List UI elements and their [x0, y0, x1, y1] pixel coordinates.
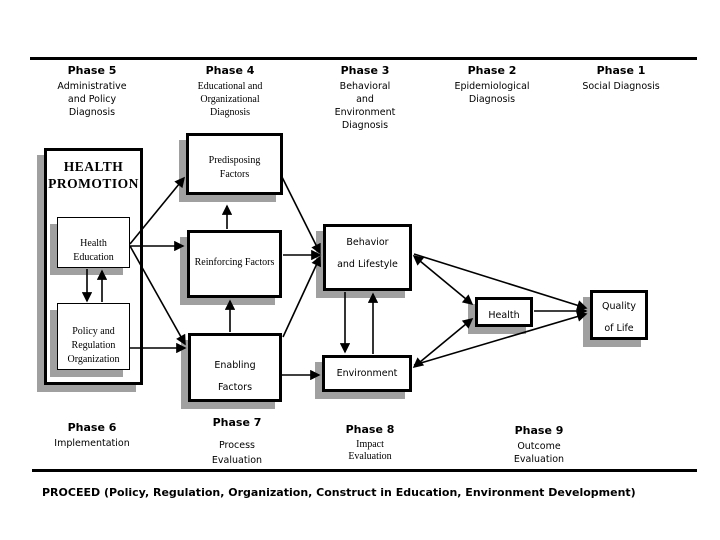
phase-1-title: Phase 1: [596, 64, 646, 77]
phase-2-title: Phase 2: [467, 64, 517, 77]
phase-3-text: Behavioral and Environment Diagnosis: [334, 81, 396, 131]
phase-7-title: Phase 7: [212, 416, 262, 429]
reinforcing-factors-box: Reinforcing Factors: [187, 230, 282, 298]
phase-7-label: Phase 7 Process Evaluation: [172, 416, 302, 468]
phase-5-text: Administrative and Policy Diagnosis: [57, 81, 127, 118]
phase-4-title: Phase 4: [205, 64, 255, 77]
phase-5-title: Phase 5: [67, 64, 117, 77]
phase-6-title: Phase 6: [67, 421, 117, 434]
phase-8-title: Phase 8: [345, 423, 395, 436]
health-box: Health: [475, 297, 533, 327]
phase-8-label: Phase 8 Impact Evaluation: [305, 423, 435, 463]
phase-3-label: Phase 3 Behavioral and Environment Diagn…: [300, 64, 430, 132]
enabling-factors-box: Enabling Factors: [188, 333, 282, 402]
policy-regulation-organization-box: Policy and Regulation Organization: [57, 303, 130, 370]
phase-9-title: Phase 9: [514, 424, 564, 437]
predisposing-factors-box: Predisposing Factors: [186, 133, 283, 195]
arrow-enabling-to-behavior: [282, 255, 322, 338]
bottom-rule: [32, 469, 697, 472]
environment-box: Environment: [322, 355, 412, 392]
phase-2-label: Phase 2 Epidemiological Diagnosis: [427, 64, 557, 106]
phase-9-text: Outcome Evaluation: [513, 441, 565, 465]
phase-4-text: Educational and Organizational Diagnosis: [197, 81, 263, 118]
health-education-box: Health Education: [57, 217, 130, 268]
phase-2-text: Epidemiological Diagnosis: [454, 81, 530, 105]
phase-4-label: Phase 4 Educational and Organizational D…: [165, 64, 295, 119]
arrow-predisposing-to-behavior: [281, 176, 321, 255]
quality-of-life-box: Quality of Life: [590, 290, 648, 340]
top-rule: [30, 57, 697, 60]
phase-6-label: Phase 6 Implementation: [27, 421, 157, 450]
phase-7-text: Process Evaluation: [211, 440, 263, 466]
phase-1-label: Phase 1 Social Diagnosis: [556, 64, 686, 93]
behavior-lifestyle-box: Behavior and Lifestyle: [323, 224, 412, 291]
arrow-behavior-health-bidirectional: [412, 255, 474, 305]
arrow-environment-health-bidirectional: [412, 318, 474, 368]
phase-5-label: Phase 5 Administrative and Policy Diagno…: [27, 64, 157, 119]
phase-6-text: Implementation: [54, 438, 130, 449]
phase-1-text: Social Diagnosis: [582, 81, 660, 92]
proceed-caption: PROCEED (Policy, Regulation, Organizatio…: [42, 486, 636, 499]
phase-8-text: Impact Evaluation: [348, 439, 392, 462]
phase-9-label: Phase 9 Outcome Evaluation: [474, 424, 604, 466]
phase-3-title: Phase 3: [340, 64, 390, 77]
